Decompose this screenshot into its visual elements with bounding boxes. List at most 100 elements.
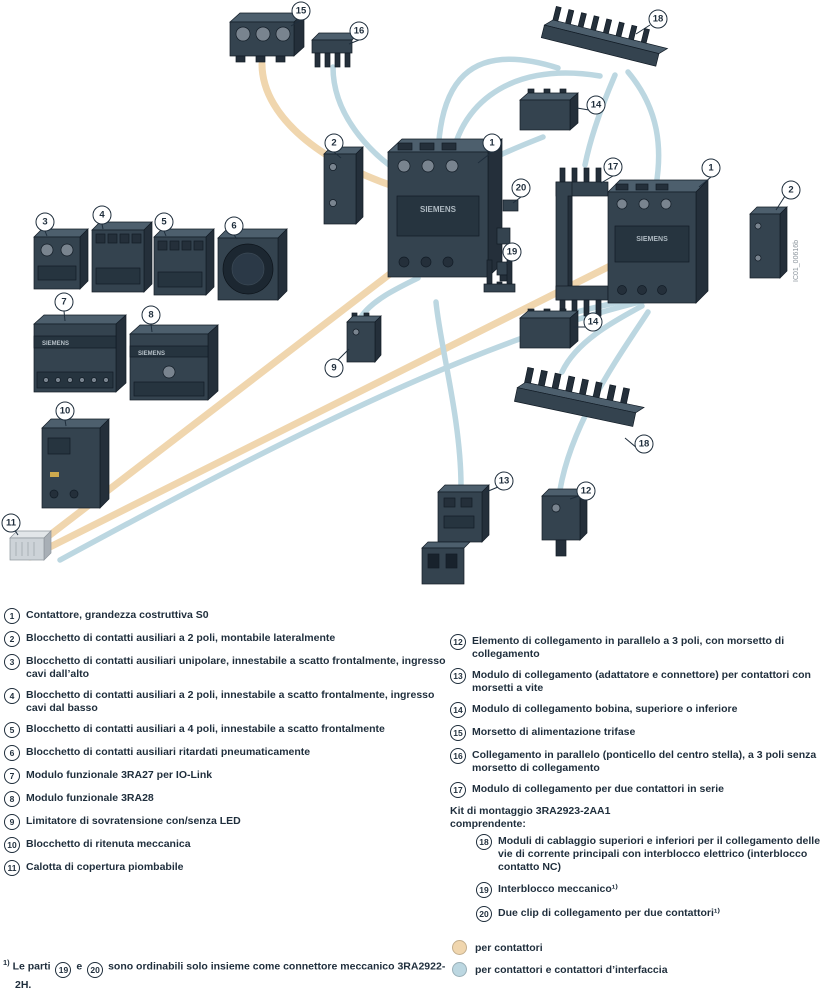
part-11-sealable-cover: [9, 530, 52, 561]
item-text: Interblocco meccanico¹⁾: [498, 883, 618, 895]
legend-item-10: 10 Blocchetto di ritenuta meccanica: [4, 837, 454, 853]
item-number-badge: 15: [450, 725, 466, 741]
legend-item-13: 13 Modulo di collegamento (adattatore e c…: [450, 668, 824, 695]
item-number-badge: 12: [450, 634, 466, 650]
item-text: Contattore, grandezza costruttiva S0: [26, 609, 209, 621]
part-15-three-phase-terminal: [229, 12, 305, 63]
part-9-surge-suppressor: [346, 312, 382, 363]
footnote-mid: e: [76, 960, 83, 973]
legend-item-14: 14 Modulo di collegamento bobina, superio…: [450, 702, 824, 718]
color-dot: [452, 962, 467, 977]
brand-label: SIEMENS: [636, 236, 668, 243]
item-number-badge: 16: [450, 748, 466, 764]
item-number-badge: 20: [476, 906, 492, 922]
item-text: Modulo di collegamento per due contattor…: [472, 783, 725, 795]
item-text: Modulo di collegamento (adattatore e con…: [472, 669, 811, 694]
item-number-badge: 17: [450, 782, 466, 798]
item-text: Blocchetto di contatti ausiliari unipola…: [26, 655, 446, 680]
footnote: 1) Le parti 19 e 20 sono ordinabili solo…: [3, 956, 455, 992]
part-7-io-link-module: SIEMENS: [33, 314, 127, 393]
legend-item-2: 2 Blocchetto di contatti ausiliari a 2 po…: [4, 631, 454, 647]
item-text: Collegamento in parallelo (ponticello de…: [472, 749, 817, 774]
item-number-badge: 8: [4, 791, 20, 807]
part-2-lateral-aux-block-right: [749, 206, 788, 279]
item-number-badge: 10: [4, 837, 20, 853]
item-number-badge: 2: [4, 631, 20, 647]
legend-item-1: 1 Contattore, grandezza costruttiva S0: [4, 608, 454, 624]
legend-item-16: 16 Collegamento in parallelo (ponticello …: [450, 748, 824, 775]
item-number-badge: 6: [4, 745, 20, 761]
item-text: Moduli di cablaggio superiori e inferior…: [498, 835, 821, 873]
item-text: Blocchetto di contatti ausiliari a 2 pol…: [26, 632, 336, 644]
legend-item-8: 8 Modulo funzionale 3RA28: [4, 791, 454, 807]
kit-subtitle: comprendente:: [450, 818, 526, 830]
item-number-badge: 18: [476, 834, 492, 850]
brand-label: SIEMENS: [138, 351, 165, 357]
part-10-mechanical-latch-block: [41, 418, 110, 509]
item-text: Morsetto di alimentazione trifase: [472, 726, 636, 738]
part-17-series-connection-module: [555, 167, 609, 317]
legend-item-18: 18 Moduli di cablaggio superiori e inferi…: [450, 834, 824, 874]
item-text: Blocchetto di ritenuta meccanica: [26, 838, 191, 850]
item-text: Due clip di collegamento per due contatt…: [498, 907, 720, 919]
color-key-row: per contattori e contattori d’interfacci…: [452, 962, 824, 977]
color-key: per contattori per contattori e contattor…: [450, 940, 824, 977]
legend-item-11: 11 Calotta di copertura piombabile: [4, 860, 454, 876]
brand-label: SIEMENS: [420, 205, 457, 214]
part-12-parallel-link-element: [541, 488, 588, 557]
color-key-label: per contattori e contattori d’interfacci…: [475, 963, 668, 976]
item-text: Calotta di copertura piombabile: [26, 861, 184, 873]
color-key-row: per contattori: [452, 940, 824, 955]
part-14-coil-module-top: [519, 88, 579, 131]
part-5-aux-block-4pole: [153, 228, 215, 296]
legend-item-15: 15 Morsetto di alimentazione trifase: [450, 725, 824, 741]
item-number-badge: 11: [4, 860, 20, 876]
footnote-balloon-19: 19: [55, 961, 72, 978]
legend-item-19: 19 Interblocco meccanico¹⁾: [450, 882, 824, 898]
item-text: Modulo di collegamento bobina, superiore…: [472, 703, 738, 715]
legend-item-12: 12 Elemento di collegamento in parallelo …: [450, 634, 824, 661]
footnote-balloon-20: 20: [87, 961, 104, 978]
legend-right: 12 Elemento di collegamento in parallelo …: [450, 634, 824, 798]
part-14-coil-module-bottom: [519, 308, 579, 349]
part-18-wiring-module-top: [540, 5, 669, 67]
legend-item-17: 17 Modulo di collegamento per due contatt…: [450, 782, 824, 798]
item-number-badge: 9: [4, 814, 20, 830]
kit-section: Kit di montaggio 3RA2923-2AA1 comprenden…: [450, 805, 824, 922]
item-number-badge: 19: [476, 882, 492, 898]
part-1-contactor-right: SIEMENS: [607, 179, 709, 304]
item-text: Modulo funzionale 3RA27 per IO-Link: [26, 769, 213, 781]
item-text: Blocchetto di contatti ausiliari a 2 pol…: [26, 689, 435, 714]
components: SIEMENS: [9, 5, 788, 585]
item-number-badge: 13: [450, 668, 466, 684]
part-16-jumper-installed: [483, 259, 516, 293]
item-text: Blocchetto di contatti ausiliari ritarda…: [26, 746, 311, 758]
diagram-art: SIEMENS: [9, 5, 800, 585]
kit-items: 18 Moduli di cablaggio superiori e inferi…: [450, 834, 824, 922]
item-text: Elemento di collegamento in parallelo a …: [472, 635, 785, 660]
item-text: Modulo funzionale 3RA28: [26, 792, 154, 804]
item-number-badge: 4: [4, 688, 20, 704]
legend-item-6: 6 Blocchetto di contatti ausiliari ritard…: [4, 745, 454, 761]
brand-label: SIEMENS: [42, 341, 69, 347]
legend-item-9: 9 Limitatore di sovratensione con/senza L…: [4, 814, 454, 830]
item-number-badge: 5: [4, 722, 20, 738]
part-2-lateral-aux-block-left: [323, 146, 364, 225]
part-6-pneumatic-delay-block: [217, 228, 288, 301]
footnote-marker: 1): [3, 958, 10, 967]
item-number-badge: 1: [4, 608, 20, 624]
footnote-pre: Le parti: [12, 960, 51, 973]
part-13-adapter-connector: [421, 484, 490, 585]
legend-right-column: 12 Elemento di collegamento in parallelo …: [450, 634, 824, 984]
footnote-post: sono ordinabili solo insieme come connet…: [15, 960, 446, 991]
part-4-aux-block-2pole: [91, 221, 153, 293]
item-number-badge: 14: [450, 702, 466, 718]
item-text: Limitatore di sovratensione con/senza LE…: [26, 815, 241, 827]
legend-item-20: 20 Due clip di collegamento per due conta…: [450, 906, 824, 922]
exploded-diagram: SIEMENS: [1, 1, 801, 585]
item-text: Blocchetto di contatti ausiliari a 4 pol…: [26, 723, 385, 735]
